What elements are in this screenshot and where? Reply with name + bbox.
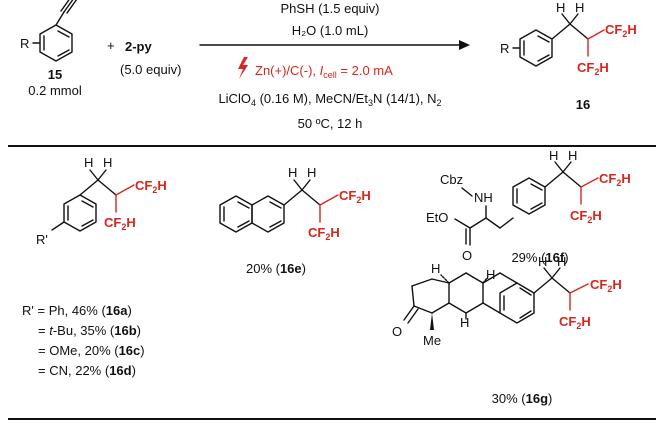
product-16: R H H CF2H CF2H 16 [500, 0, 637, 112]
yield-16f: 29% (16f) [511, 250, 568, 265]
ketone-oxygen-label: O [392, 324, 402, 339]
h-label: H [556, 0, 565, 15]
h-label: H [288, 165, 297, 180]
yield-16e: 20% (16e) [246, 261, 306, 276]
methyl-label: Me [423, 333, 441, 348]
reagent1-label: 15 [48, 67, 62, 82]
h-label: H [557, 254, 566, 269]
h-label: H [84, 155, 93, 170]
cf2h-label: CF2H [570, 208, 602, 225]
cf2h-label: CF2H [104, 215, 136, 232]
condition-electrolyte: LiClO4 (0.16 M), MeCN/Et3N (14/1), N2 [218, 91, 441, 108]
reagent2-amount: (5.0 equiv) [120, 62, 181, 77]
nh-label: NH [474, 190, 493, 205]
product-16f: Cbz NH O EtO H H CF2H CF2H 29% (16f) [426, 148, 631, 265]
yield-16b: = t-Bu, 35% (16b) [38, 323, 141, 338]
reactant-15-ring [39, 24, 73, 62]
h-label: H [431, 261, 440, 276]
cf2h-label: CF2H [339, 188, 371, 205]
r-substituent: R [500, 41, 509, 56]
condition-h2o: H₂O (1.0 mL) [292, 23, 369, 38]
yield-16g: 30% (16g) [492, 391, 553, 406]
r-substituent: R [20, 36, 29, 51]
r-prime-label: R' [36, 232, 48, 247]
cf2h-label: CF2H [590, 277, 622, 294]
reagent1-amount: 0.2 mmol [28, 83, 82, 98]
product-16g: O Me H H H H H CF2H CF2H 30% (16g) [392, 254, 622, 406]
cf2h-label: CF2H [605, 22, 637, 39]
yield-16c: = OMe, 20% (16c) [38, 343, 145, 358]
cf2h-label: CF2H [135, 178, 167, 195]
cf2h-label: CF2H [599, 171, 631, 188]
yield-list: R' = Ph, 46% (16a) = t-Bu, 35% (16b) = O… [22, 303, 145, 378]
h-label: H [103, 155, 112, 170]
steroid-skeleton [403, 272, 535, 330]
h-label: H [307, 165, 316, 180]
lightning-icon [238, 57, 248, 79]
cbz-label: Cbz [440, 172, 463, 187]
h-label: H [575, 0, 584, 15]
condition-electrolysis: Zn(+)/C(-), Icell = 2.0 mA [255, 63, 393, 80]
h-label: H [549, 148, 558, 163]
condition-phsh: PhSH (1.5 equiv) [281, 1, 380, 16]
h-label: H [568, 148, 577, 163]
aryl-ring [63, 194, 97, 232]
aryl-ring [512, 177, 546, 215]
product-16a-d: R' H H CF2H CF2H [36, 155, 167, 247]
naphthalene-ring [219, 195, 285, 233]
oxygen-label: O [462, 248, 472, 263]
ethoxy-label: EtO [426, 210, 448, 225]
product-16-ring [519, 29, 553, 67]
h-label: H [486, 267, 495, 282]
h-label: H [538, 254, 547, 269]
cf2h-label: CF2H [559, 314, 591, 331]
cf2h-label: CF2H [308, 225, 340, 242]
reagent2-label: 2-py [125, 39, 153, 54]
product-label: 16 [576, 97, 590, 112]
alkyne-bond [55, 0, 78, 26]
reactant-15: R 15 0.2 mmol [20, 0, 82, 98]
condition-temperature: 50 ºC, 12 h [298, 116, 363, 131]
h-label: H [460, 315, 469, 330]
plus-sign: + [107, 38, 115, 53]
yield-16d: = CN, 22% (16d) [38, 363, 136, 378]
cf2h-label: CF2H [577, 60, 609, 77]
yield-16a: R' = Ph, 46% (16a) [22, 303, 132, 318]
reaction-arrow [199, 40, 470, 50]
product-16e: H H CF2H CF2H 20% (16e) [219, 165, 371, 276]
